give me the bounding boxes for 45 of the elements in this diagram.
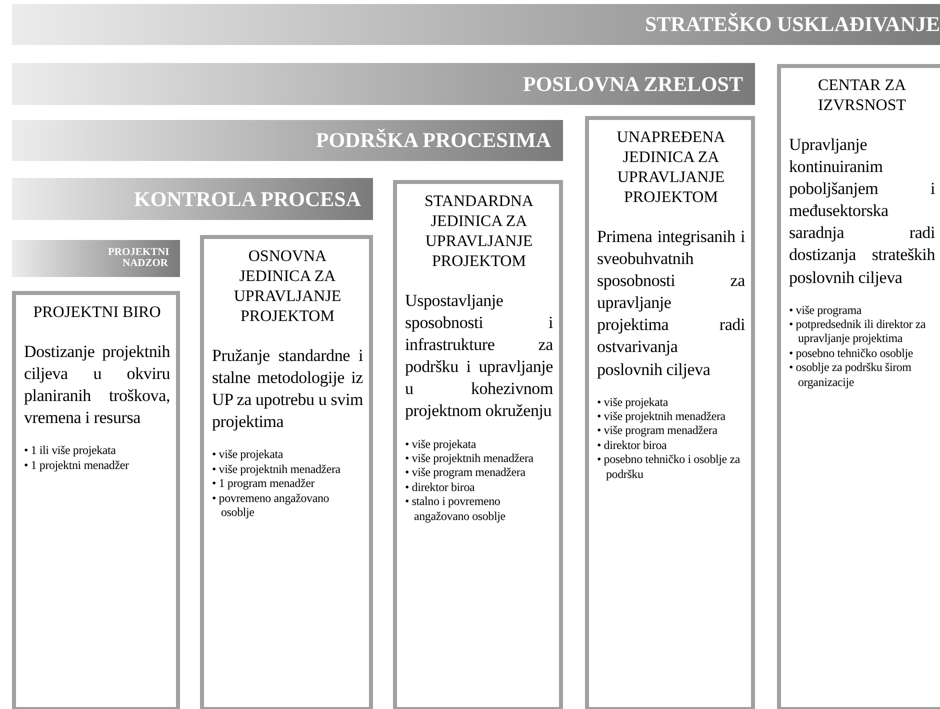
bullet-item: • povremeno angažovano osoblje xyxy=(212,490,330,520)
office-panel xyxy=(12,291,180,709)
office-title: CENTAR ZA IZVRSNOST xyxy=(816,76,908,116)
bullet-item: • više program menadžera xyxy=(597,423,718,438)
level-title: POSLOVNA ZRELOST xyxy=(523,74,743,94)
bullet-item: • više projektnih menadžera xyxy=(405,450,534,466)
office-panel xyxy=(777,64,940,709)
office-description: Uspostavljanje sposobnosti i infrastrukture za podršku i upravljanje u kohezivnom projektnom okruženju xyxy=(405,290,553,422)
office-title: PROJEKTNI BIRO xyxy=(32,303,162,323)
bullet-item: • stalno i povremeno angažovano osoblje xyxy=(405,494,506,523)
level-title: KONTROLA PROCESA xyxy=(134,188,361,210)
office-panel xyxy=(393,180,563,709)
bullet-item: • više projektnih menadžera xyxy=(597,409,726,424)
bullet-item: • više projekata xyxy=(212,447,284,462)
level-band xyxy=(12,240,180,277)
level-band xyxy=(12,178,373,220)
bullet-item: • posebno tehničko i osoblje za podršku xyxy=(597,452,741,481)
office-description: Primena integrisanih i sveobuhvatnih sposobnosti za upravljanje projektima radi ostvarivanja poslovnih ciljeva xyxy=(597,226,745,381)
bullet-item: • osoblje za podršku širom organizacije xyxy=(789,360,912,389)
bullet-item: • direktor biroa xyxy=(597,438,668,452)
bullet-item: • 1 projektni menadžer xyxy=(24,458,130,472)
bullet-item: • posebno tehničko osoblje xyxy=(789,346,914,360)
office-panel xyxy=(585,116,755,709)
bullet-item: • više projekata xyxy=(597,394,669,410)
office-description: Pružanje standardne i stalne metodologije iz UP za upotrebu u svim projektima xyxy=(212,345,363,434)
office-description: Dostizanje projektnih ciljeva u okviru planiranih troškova, vremena i resursa xyxy=(24,341,170,430)
level-title: PROJEKTNI NADZOR xyxy=(108,248,168,269)
bullet-item: • više program menadžera xyxy=(405,465,526,480)
level-title: STRATEŠKO USKLAĐIVANJE xyxy=(644,14,940,35)
level-band xyxy=(12,63,755,105)
bullet-item: • direktor biroa xyxy=(405,480,476,494)
level-title: PODRŠKA PROCESIMA xyxy=(316,130,551,151)
office-title: UNAPREĐENA JEDINICA ZA UPRAVLJANJE PROJEKTOM xyxy=(616,128,726,208)
bullet-item: • 1 ili više projekata xyxy=(24,443,117,458)
bullet-item: • potpredsednik ili direktor za upravljanje projektima xyxy=(789,317,927,346)
level-band xyxy=(12,120,563,161)
office-title: STANDARDNA JEDINICA ZA UPRAVLJANJE PROJEKTOM xyxy=(424,192,534,272)
bullet-item: • više projekata xyxy=(405,436,477,451)
level-band xyxy=(12,4,940,45)
office-title: OSNOVNA JEDINICA ZA UPRAVLJANJE PROJEKTOM xyxy=(232,247,342,327)
office-description: Upravljanje kontinuiranim poboljšanjem i međusektorska saradnja radi dostizanja strateških poslovnih ciljeva xyxy=(789,134,935,289)
office-panel xyxy=(200,235,373,709)
bullet-item: • 1 program menadžer xyxy=(212,476,316,491)
bullet-item: • više projektnih menadžera xyxy=(212,462,342,476)
bullet-item: • više programa xyxy=(789,302,863,318)
